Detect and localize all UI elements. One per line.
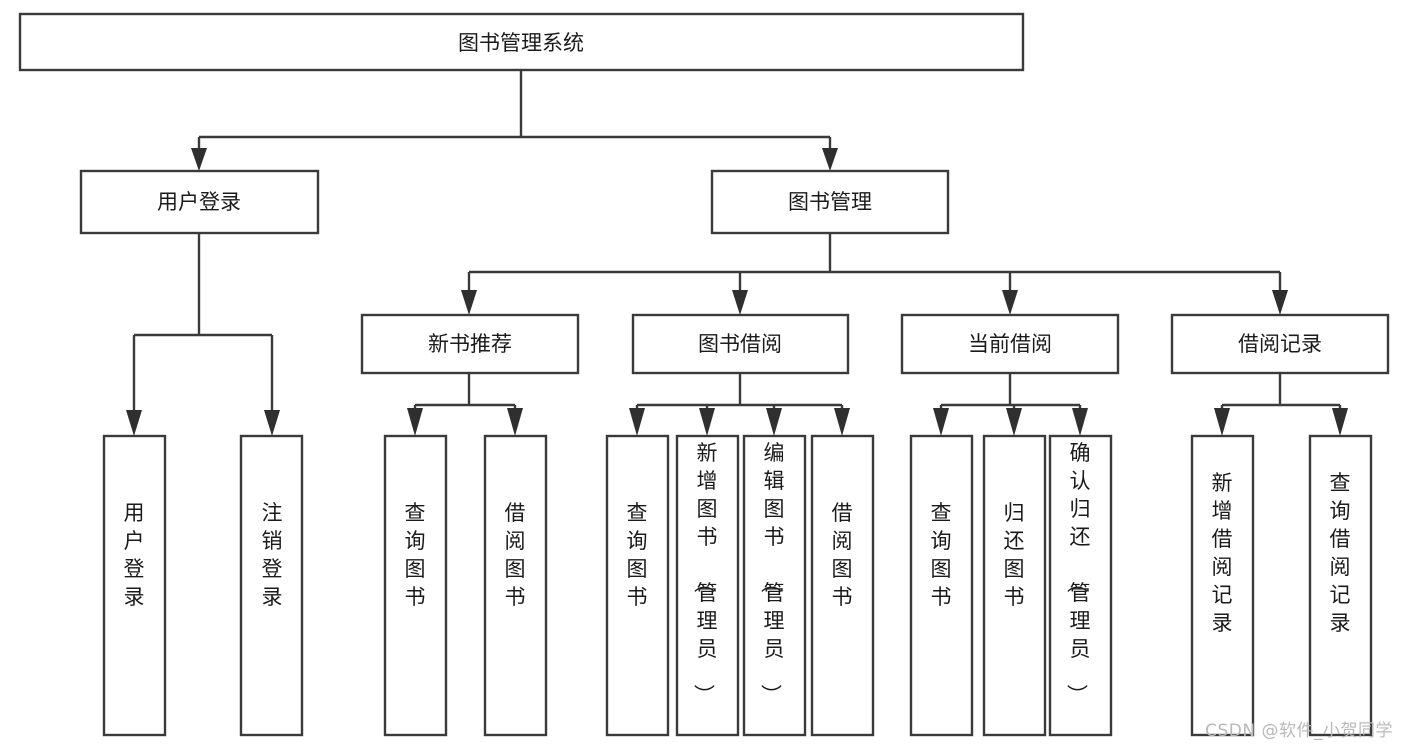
node-label-vertical: 注销登录 [262,501,283,609]
node-box[interactable] [239,434,304,737]
node-label-vertical: 编辑图书（管理员） [759,441,785,705]
leaf-node-logout[interactable]: 注销登录 [239,434,304,737]
node-label: 图书借阅 [698,332,782,356]
arrow-head-icon [461,290,477,315]
node-box[interactable] [810,434,875,737]
node-label: 用户登录 [157,190,241,214]
node-box[interactable] [982,434,1047,737]
node-box[interactable] [605,434,670,737]
node-user-login[interactable]: 用户登录 [79,169,320,235]
node-label-vertical: 借阅图书 [832,501,853,609]
node-box[interactable] [909,434,974,737]
node-book-manage[interactable]: 图书管理 [710,169,950,235]
arrow-head-icon [1006,408,1022,436]
node-label: 借阅记录 [1238,332,1322,356]
node-label-vertical: 新增借阅记录 [1212,471,1233,635]
connector-user-login-to-leaves [126,233,280,436]
node-label: 新书推荐 [428,332,512,356]
leaf-node-add-borrow-record[interactable]: 新增借阅记录 [1190,434,1255,737]
leaf-node-borrow-book[interactable]: 借阅图书 [810,434,875,737]
node-label-vertical: 确认归还（管理员） [1065,441,1091,705]
leaf-node-query-book-current[interactable]: 查询图书 [909,434,974,737]
arrow-head-icon [407,408,423,436]
node-label: 图书管理 [788,190,872,214]
arrow-head-icon [933,408,949,436]
node-book-borrow[interactable]: 图书借阅 [631,313,850,375]
arrow-head-icon [1214,408,1230,436]
node-box[interactable] [900,313,1120,375]
leaf-node-query-book-borrow[interactable]: 查询图书 [605,434,670,737]
arrow-head-icon [507,408,523,436]
leaf-node-confirm-return[interactable]: 确认归还（管理员） [1048,434,1113,737]
node-box[interactable] [631,313,850,375]
leaf-node-edit-book[interactable]: 编辑图书（管理员） [742,434,807,737]
leaf-node-add-book[interactable]: 新增图书（管理员） [675,434,740,737]
arrow-head-icon [1272,290,1288,315]
node-current-borrow[interactable]: 当前借阅 [900,313,1120,375]
node-label-vertical: 查询图书 [405,501,426,609]
leaf-node-query-book-recommend[interactable]: 查询图书 [383,434,448,737]
node-root[interactable]: 图书管理系统 [18,12,1025,72]
node-box[interactable] [360,313,580,375]
arrow-head-icon [834,408,850,436]
node-box[interactable] [675,434,740,737]
leaf-node-query-borrow-record[interactable]: 查询借阅记录 [1308,434,1373,737]
node-box[interactable] [383,434,448,737]
leaf-node-user-login[interactable]: 用户登录 [102,434,167,737]
node-label-vertical: 新增图书（管理员） [692,441,718,705]
arrow-head-icon [1332,408,1348,436]
node-label-vertical: 借阅图书 [505,501,526,609]
connector-borrow-record-to-leaves [1214,373,1348,436]
node-box[interactable] [1170,313,1390,375]
node-box[interactable] [1308,434,1373,737]
node-label: 当前借阅 [968,332,1052,356]
node-borrow-record[interactable]: 借阅记录 [1170,313,1390,375]
arrow-head-icon [822,148,838,171]
arrow-head-icon [732,290,748,315]
node-label-vertical: 查询借阅记录 [1330,471,1351,635]
node-label-vertical: 归还图书 [1004,501,1025,609]
node-new-book-recommend[interactable]: 新书推荐 [360,313,580,375]
arrow-head-icon [264,410,280,436]
arrow-head-icon [766,408,782,436]
arrow-head-icon [191,148,207,171]
node-box[interactable] [742,434,807,737]
arrow-head-icon [126,410,142,436]
node-label: 图书管理系统 [458,31,584,55]
connector-new-book-recommend-to-leaves [407,373,523,436]
connector-book-manage-to-level3 [461,233,1288,315]
arrow-head-icon [629,408,645,436]
arrow-head-icon [699,408,715,436]
node-box[interactable] [1048,434,1113,737]
leaf-node-return-book[interactable]: 归还图书 [982,434,1047,737]
connector-current-borrow-to-leaves [933,373,1088,436]
node-box[interactable] [18,12,1025,72]
arrow-head-icon [1072,408,1088,436]
arrow-head-icon [1002,290,1018,315]
node-box[interactable] [710,169,950,235]
leaf-node-borrow-book-recommend[interactable]: 借阅图书 [483,434,548,737]
node-box[interactable] [102,434,167,737]
node-label-vertical: 查询图书 [627,501,648,609]
node-box[interactable] [79,169,320,235]
node-label-vertical: 用户登录 [124,501,145,609]
node-box[interactable] [1190,434,1255,737]
connector-book-borrow-to-leaves [629,373,850,436]
node-box[interactable] [483,434,548,737]
connector-root-to-level2 [191,70,838,171]
node-label-vertical: 查询图书 [931,501,952,609]
